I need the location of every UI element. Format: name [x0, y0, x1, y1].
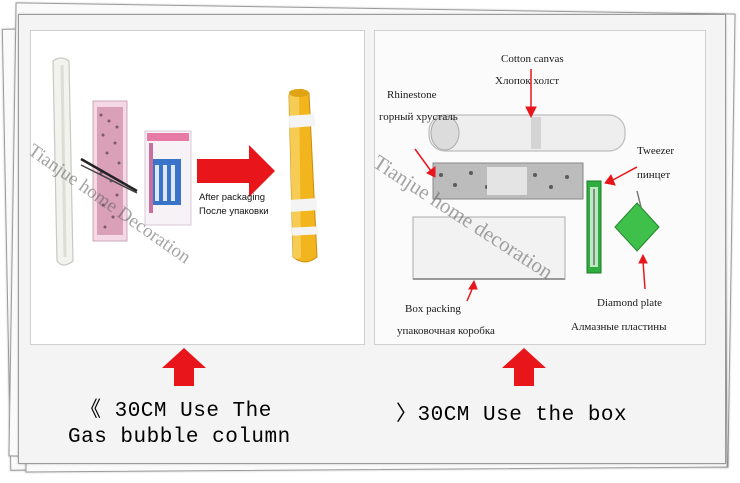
diamond-plate-label-en: Diamond plate [597, 297, 663, 309]
rhinestone-strip-icon [432, 162, 584, 200]
red-arrow-up-left-icon [162, 348, 206, 386]
red-arrow-right-icon [197, 145, 275, 197]
tweezer-icon [80, 157, 138, 194]
rhinestone-label-ru: горный хрусталь [379, 111, 458, 123]
tools-bag-icon [144, 130, 192, 226]
bubble-column-illustration [52, 57, 319, 266]
diamond-plate-label-ru: Алмазные пластины [571, 321, 667, 333]
rhinestone-label-en: Rhinestone [387, 89, 437, 101]
red-arrow-up-right-icon [502, 348, 546, 386]
rhinestone-bag-icon [92, 100, 128, 242]
cotton-canvas-label-ru: Хлопок холст [495, 75, 560, 87]
after-packaging-label-ru: После упаковки [199, 206, 269, 217]
box-kit-illustration [412, 69, 660, 302]
diamond-plate-icon [614, 190, 660, 252]
packing-box-icon [412, 216, 566, 280]
box-packing-label-ru: упаковочная коробка [397, 325, 495, 337]
caption-right: 〉30CM Use the box [396, 404, 628, 427]
after-packaging-label-en: After packaging [199, 192, 266, 203]
rolled-canvas-icon [52, 57, 74, 266]
tweezer-label-en: Tweezer [637, 145, 675, 157]
cotton-canvas-roll-icon [428, 114, 626, 152]
bubble-column-icon [288, 89, 319, 263]
tweezer-pack-icon [586, 180, 602, 274]
tweezer-label-ru: пинцет [637, 169, 671, 181]
caption-left-line1: 《 30CM Use The [80, 400, 272, 423]
pointer-arrows [414, 69, 648, 302]
bubble-column-packaging-photo: After packaging После упаковки [30, 30, 365, 345]
box-packing-label-en: Box packing [405, 303, 461, 315]
box-packaging-photo: Cotton canvas Хлопок холст Rhinestone го… [374, 30, 706, 345]
caption-left-line2: Gas bubble column [68, 426, 291, 449]
cotton-canvas-label-en: Cotton canvas [501, 53, 564, 65]
